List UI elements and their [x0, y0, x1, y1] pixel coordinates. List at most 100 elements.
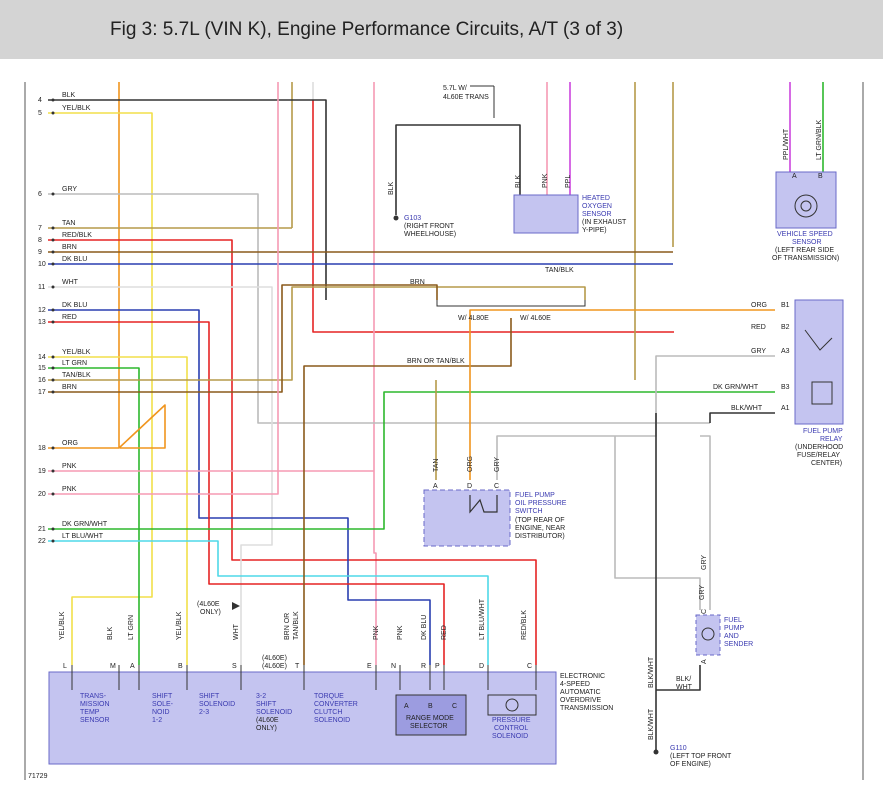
trans-label-1: ELECTRONIC: [560, 673, 605, 680]
trans-shift32-5: ONLY): [256, 725, 277, 732]
ops-wire-tan: TAN: [433, 459, 440, 472]
connector-wire-label: BLK: [62, 92, 76, 99]
wire-dkgrnwht-21: [48, 391, 775, 530]
connector-wire-label: YEL/BLK: [62, 105, 91, 112]
trans-shift32-4: (4L60E: [256, 717, 279, 724]
wire-org-relay: [469, 309, 775, 480]
wire-gry-6: [48, 193, 710, 424]
pump-pin-a: A: [701, 659, 708, 664]
connector-wire-label: BRN: [62, 384, 77, 391]
trans-shift32-1: 3-2: [256, 693, 266, 700]
trans-wire-label: WHT: [233, 623, 240, 640]
ops-pin-d: D: [467, 483, 472, 490]
connector-pin-mark: [51, 366, 55, 370]
oxygen-sensor: [513, 194, 579, 234]
trans-wire-label: DK BLU: [421, 615, 428, 640]
relay-label-4: FUSE/RELAY: [797, 452, 840, 459]
range-mode-selector: [395, 694, 467, 736]
g110-id: G110: [670, 745, 687, 752]
trans-tcc-2: CONVERTER: [314, 701, 358, 708]
trans-wire-label: LT BLU/WHT: [479, 598, 486, 640]
connector-pin-num: 12: [38, 307, 46, 314]
relay-pin: A1: [781, 405, 790, 412]
ops-loc-1: (TOP REAR OF: [515, 517, 565, 524]
vss-wire-ppl: PPL/WHT: [783, 128, 790, 160]
connector-pin-num: 5: [38, 110, 42, 117]
connector-pin-mark: [51, 469, 55, 473]
connector-pin-mark: [51, 390, 55, 394]
connector-pin-mark: [51, 378, 55, 382]
trans-l60-1: (4L60E): [262, 655, 287, 662]
connector-pin-mark: [51, 111, 55, 115]
trans-l60-only-1: (4L60E: [197, 601, 220, 608]
relay-label-3: (UNDERHOOD: [795, 444, 843, 451]
trans-pin: P: [435, 663, 440, 670]
splice-brn: BRN: [410, 279, 425, 286]
connector-wire-label: RED/BLK: [62, 232, 92, 239]
transmission: [48, 671, 557, 765]
connector-pin-num: 8: [38, 237, 42, 244]
trans-l60-2: (4L60E): [262, 663, 287, 670]
range-pin-b: B: [428, 703, 433, 710]
connector-pin-mark: [51, 98, 55, 102]
range-label-2: SELECTOR: [410, 723, 448, 730]
pump-pin-c: C: [701, 609, 708, 614]
connector-pin-num: 21: [38, 526, 46, 533]
trans-label-4: OVERDRIVE: [560, 697, 602, 704]
connector-pin-mark: [51, 539, 55, 543]
connector-pin-num: 16: [38, 377, 46, 384]
ops-pin-a: A: [433, 483, 438, 490]
splice-tanblk: TAN/BLK: [545, 267, 574, 274]
range-label-1: RANGE MODE: [406, 715, 454, 722]
relay-wire-label: RED: [751, 324, 766, 331]
relay-wire-label: DK GRN/WHT: [713, 384, 759, 391]
connector-pin-mark: [51, 355, 55, 359]
vss-coil-icon: [794, 194, 818, 218]
ground-icon: [393, 215, 399, 221]
connector-pin-num: 17: [38, 389, 46, 396]
trans-sensor-1: TRANS-: [80, 693, 107, 700]
vss-wire-grn: LT GRN/BLK: [816, 119, 823, 160]
pump-gry: GRY: [701, 555, 708, 570]
trans-wire-label: RED/BLK: [521, 610, 528, 640]
connector-pin-num: 19: [38, 468, 46, 475]
connector-wire-label: TAN/BLK: [62, 372, 91, 379]
splice-brn-or: BRN OR TAN/BLK: [407, 358, 465, 365]
trans-wire-label: PNK: [373, 625, 380, 640]
splice-w2: W/ 4L60E: [520, 315, 551, 322]
pcs-label-1: PRESSURE: [492, 717, 531, 724]
wire-brn-17: [48, 284, 438, 393]
connector-pin-num: 14: [38, 354, 46, 361]
wire-org-18: [48, 404, 166, 449]
wire-redblk-8: [48, 239, 537, 665]
wire-tanblk-16: [48, 286, 586, 381]
o2-note-2: 4L60E TRANS: [443, 94, 489, 101]
relay-pin: B1: [781, 302, 790, 309]
o2-label-5: Y-PIPE): [582, 227, 607, 234]
vss-label-3: (LEFT REAR SIDE: [775, 247, 834, 254]
range-pin-c: C: [452, 703, 457, 710]
wire-red-top: [312, 100, 674, 333]
motor-icon: [701, 627, 715, 641]
g110-loc-1: (LEFT TOP FRONT: [670, 753, 732, 760]
pump-label-1: FUEL: [724, 617, 742, 624]
pump-label-2: PUMP: [724, 625, 745, 632]
pcs-label-3: SOLENOID: [492, 733, 528, 740]
wire-yelblk-14: [48, 356, 188, 665]
o2-wire-pnk: PNK: [542, 173, 549, 188]
vss-label-2: SENSOR: [792, 239, 822, 246]
oil-pressure-switch: [423, 489, 511, 547]
trans-wire-label: PNK: [397, 625, 404, 640]
pump-label-3: AND: [724, 633, 739, 640]
trans-pin: M: [110, 663, 116, 670]
o2-note-1: 5.7L W/: [443, 85, 467, 92]
connector-pin-mark: [51, 192, 55, 196]
pump-gry-2: GRY: [699, 585, 706, 600]
ops-label-1: FUEL PUMP: [515, 492, 555, 499]
connector-pin-mark: [51, 320, 55, 324]
relay-label-2: RELAY: [820, 436, 843, 443]
ops-switch-icon: [469, 495, 498, 514]
splice-w1: W/ 4L80E: [458, 315, 489, 322]
trans-label-3: AUTOMATIC: [560, 689, 601, 696]
